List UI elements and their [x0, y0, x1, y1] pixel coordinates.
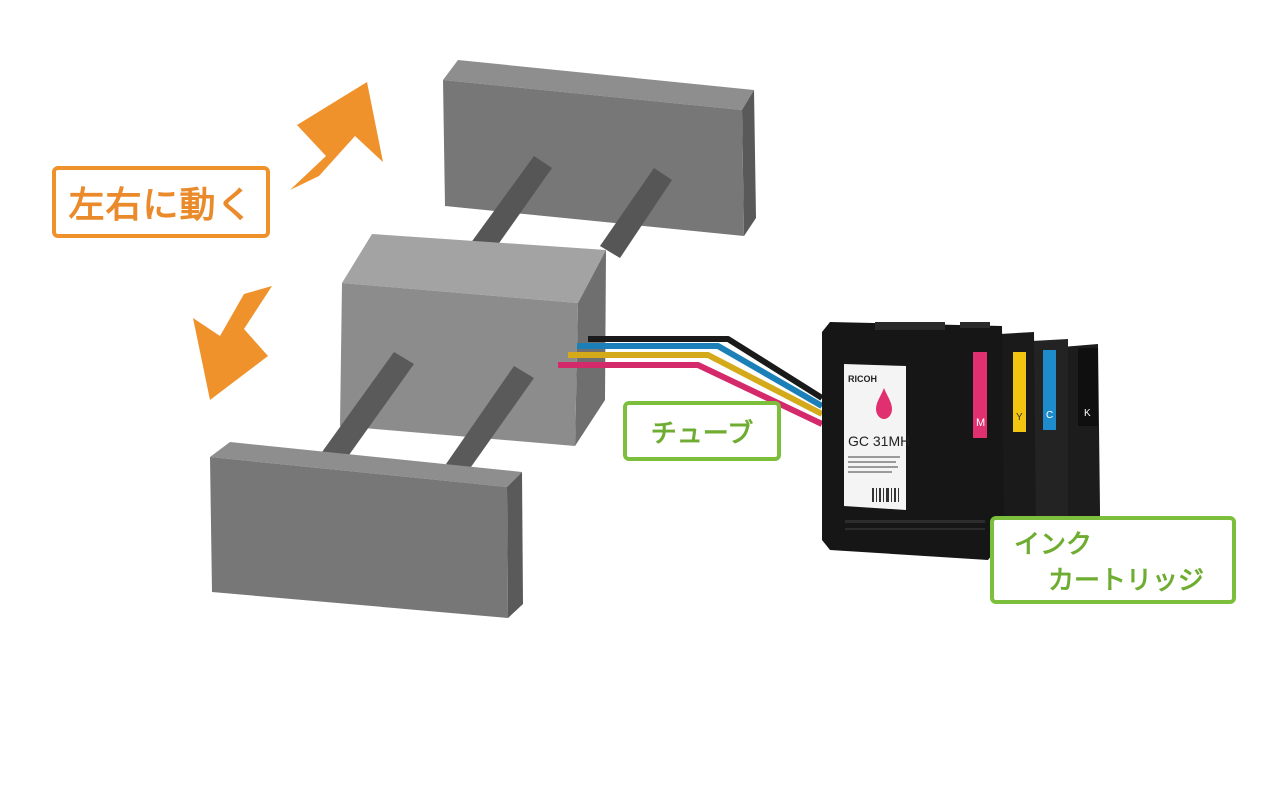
ink-strip-magenta: [973, 352, 987, 438]
barcode-icon: [872, 488, 899, 502]
ink-strip-cyan: [1043, 350, 1056, 430]
slot-letter-c: C: [1046, 410, 1053, 421]
slot-letter-m: M: [976, 417, 985, 429]
ink-cartridge-label: インク カートリッジ: [990, 516, 1236, 604]
move-label-text: 左右に動く: [68, 185, 254, 226]
tube-label-text: チューブ: [650, 418, 754, 449]
move-left-right-label: 左右に動く: [52, 166, 270, 238]
cartridge-brand: RICOH: [848, 374, 877, 384]
cartridge-label-line2: カートリッジ: [1048, 566, 1205, 596]
tube-cyan: [577, 343, 824, 409]
slot-letter-k: K: [1084, 408, 1091, 419]
rear-rails: [470, 156, 672, 258]
cartridge-slot-cyan: [1030, 339, 1068, 528]
cartridge-label-line1: インク: [1014, 530, 1093, 560]
cartridge-model: GC 31MH: [848, 433, 910, 449]
cartridge-slot-yellow: [998, 332, 1036, 534]
print-head: [340, 234, 606, 446]
ink-cartridges: RICOH GC 31MH M Y C K: [822, 322, 1100, 560]
arrow-down-left-icon: [193, 286, 272, 400]
ink-strip-yellow: [1013, 352, 1026, 432]
front-plate: [210, 442, 523, 618]
tube-label: チューブ: [623, 401, 781, 461]
arrow-up-right-icon: [290, 82, 383, 190]
back-plate: [443, 60, 756, 236]
slot-letter-y: Y: [1016, 412, 1023, 423]
magenta-ink-drop-icon: [876, 388, 892, 419]
cartridge-main-label: [844, 364, 906, 510]
tube-black: [588, 336, 824, 401]
ink-strip-black: [1078, 348, 1098, 426]
tube-yellow: [568, 352, 824, 417]
front-rails: [322, 352, 534, 474]
